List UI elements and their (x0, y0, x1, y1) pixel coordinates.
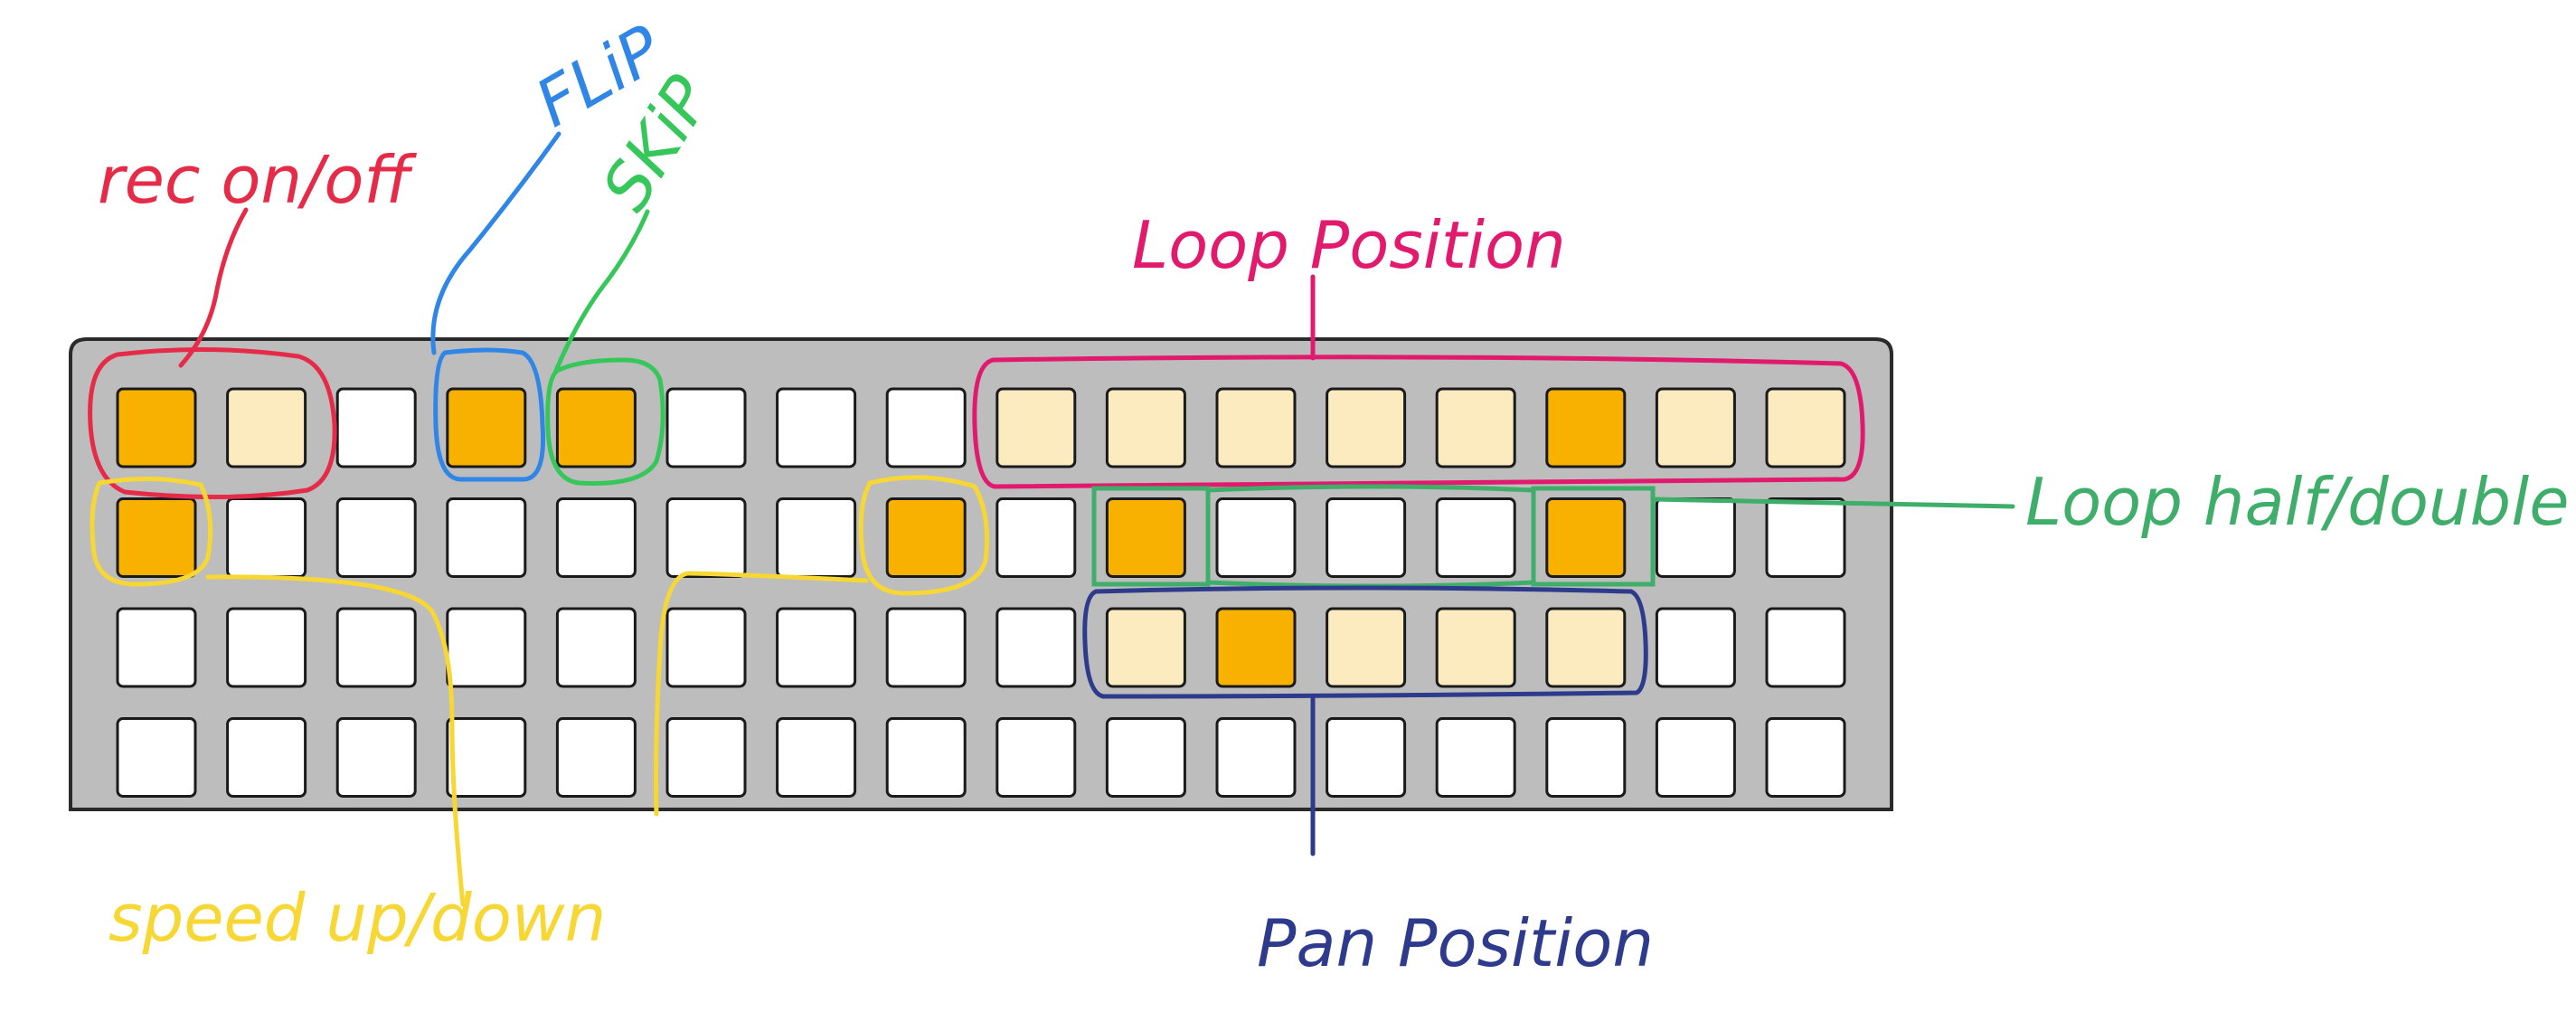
grid-key-r1-c2[interactable] (226, 387, 307, 468)
grid-key-r3-c12[interactable] (1326, 607, 1407, 688)
speed-annotation: speed up/down (90, 475, 989, 956)
grid-key-r4-c4[interactable] (446, 717, 527, 798)
grid-key-r4-c1[interactable] (116, 717, 197, 798)
pan-position-annotation: Pan Position (1082, 585, 1654, 981)
speed-up-leader (654, 571, 869, 817)
grid-key-r3-c1[interactable] (116, 607, 197, 688)
grid-key-r3-c11[interactable] (1215, 607, 1297, 688)
grid-key-r1-c16[interactable] (1765, 387, 1846, 468)
grid-key-r4-c7[interactable] (776, 717, 857, 798)
skip-outline (545, 357, 665, 486)
grid-key-r1-c9[interactable] (995, 387, 1077, 468)
grid-key-r3-c8[interactable] (885, 607, 967, 688)
grid-key-r1-c15[interactable] (1655, 387, 1736, 468)
grid-key-r4-c13[interactable] (1435, 717, 1516, 798)
grid-key-r4-c10[interactable] (1105, 717, 1186, 798)
grid-key-r3-c14[interactable] (1545, 607, 1627, 688)
rec-outline (88, 346, 337, 500)
speed-label: speed up/down (109, 880, 606, 956)
grid-key-r1-c10[interactable] (1105, 387, 1186, 468)
grid-key-r1-c12[interactable] (1326, 387, 1407, 468)
grid-key-r3-c2[interactable] (226, 607, 307, 688)
grid-key-r3-c13[interactable] (1435, 607, 1516, 688)
flip-outline (433, 347, 546, 482)
grid-key-r1-c3[interactable] (335, 387, 417, 468)
speed-down-outline (90, 476, 213, 587)
grid-key-r2-c3[interactable] (335, 497, 417, 578)
loop-position-label: Loop Position (1132, 207, 1566, 283)
grid-key-r3-c15[interactable] (1655, 607, 1736, 688)
grid-key-r1-c13[interactable] (1435, 387, 1516, 468)
grid-keys (116, 387, 1846, 798)
grid-key-r4-c5[interactable] (555, 717, 637, 798)
grid-key-r4-c11[interactable] (1215, 717, 1297, 798)
grid-key-r2-c16[interactable] (1765, 497, 1846, 578)
grid-key-r3-c4[interactable] (446, 607, 527, 688)
grid-key-r1-c8[interactable] (885, 387, 967, 468)
grid-key-r2-c5[interactable] (555, 497, 637, 578)
grid-key-r3-c10[interactable] (1105, 607, 1186, 688)
loop-position-annotation: Loop Position (972, 207, 1865, 489)
grid-key-r4-c15[interactable] (1655, 717, 1736, 798)
rec-label: rec on/off (98, 142, 417, 218)
pan-position-outline (1082, 585, 1648, 699)
rec-annotation: rec on/off (88, 142, 417, 500)
grid-key-r2-c13[interactable] (1435, 497, 1516, 578)
grid-key-r4-c16[interactable] (1765, 717, 1846, 798)
grid-key-r2-c14[interactable] (1545, 497, 1627, 578)
grid-key-r2-c9[interactable] (995, 497, 1077, 578)
pan-position-label: Pan Position (1257, 905, 1654, 981)
speed-up-outline (858, 475, 989, 596)
grid-key-r1-c5[interactable] (555, 387, 637, 468)
loop-half-double-label: Loop half/double (2025, 464, 2570, 540)
grid-key-r2-c4[interactable] (446, 497, 527, 578)
grid-key-r1-c6[interactable] (665, 387, 747, 468)
speed-down-leader (205, 574, 466, 907)
grid-key-r2-c11[interactable] (1215, 497, 1297, 578)
grid-key-r4-c6[interactable] (665, 717, 747, 798)
grid-key-r2-c12[interactable] (1326, 497, 1407, 578)
grid-key-r2-c6[interactable] (665, 497, 747, 578)
grid-key-r4-c14[interactable] (1545, 717, 1627, 798)
grid-key-r2-c15[interactable] (1655, 497, 1736, 578)
grid-key-r4-c2[interactable] (226, 717, 307, 798)
skip-leader (552, 209, 650, 375)
grid-key-r3-c5[interactable] (555, 607, 637, 688)
grid-key-r3-c9[interactable] (995, 607, 1077, 688)
grid-key-r1-c11[interactable] (1215, 387, 1297, 468)
grid-key-r4-c12[interactable] (1326, 717, 1407, 798)
grid-key-r1-c14[interactable] (1545, 387, 1627, 468)
grid-key-r2-c8[interactable] (885, 497, 967, 578)
grid-key-r1-c1[interactable] (116, 387, 197, 468)
grid-key-r2-c10[interactable] (1105, 497, 1186, 578)
loop-half-double-annotation: Loop half/double (1091, 464, 2570, 589)
grid-key-r3-c6[interactable] (665, 607, 747, 688)
grid-key-r2-c7[interactable] (776, 497, 857, 578)
grid-key-r1-c7[interactable] (776, 387, 857, 468)
grid-key-r3-c3[interactable] (335, 607, 417, 688)
loop-position-outline (972, 355, 1865, 489)
flip-leader (430, 131, 561, 355)
loop-half-double-leader (1650, 497, 2015, 509)
grid-key-r3-c7[interactable] (776, 607, 857, 688)
grid-key-r4-c3[interactable] (335, 717, 417, 798)
grid-key-r3-c16[interactable] (1765, 607, 1846, 688)
loop-double-outline (1531, 486, 1656, 587)
grid-key-r4-c9[interactable] (995, 717, 1077, 798)
grid-key-r1-c4[interactable] (446, 387, 527, 468)
rec-leader (178, 207, 249, 368)
grid-key-r2-c2[interactable] (226, 497, 307, 578)
grid-key-r2-c1[interactable] (116, 497, 197, 578)
grid-key-r4-c8[interactable] (885, 717, 967, 798)
